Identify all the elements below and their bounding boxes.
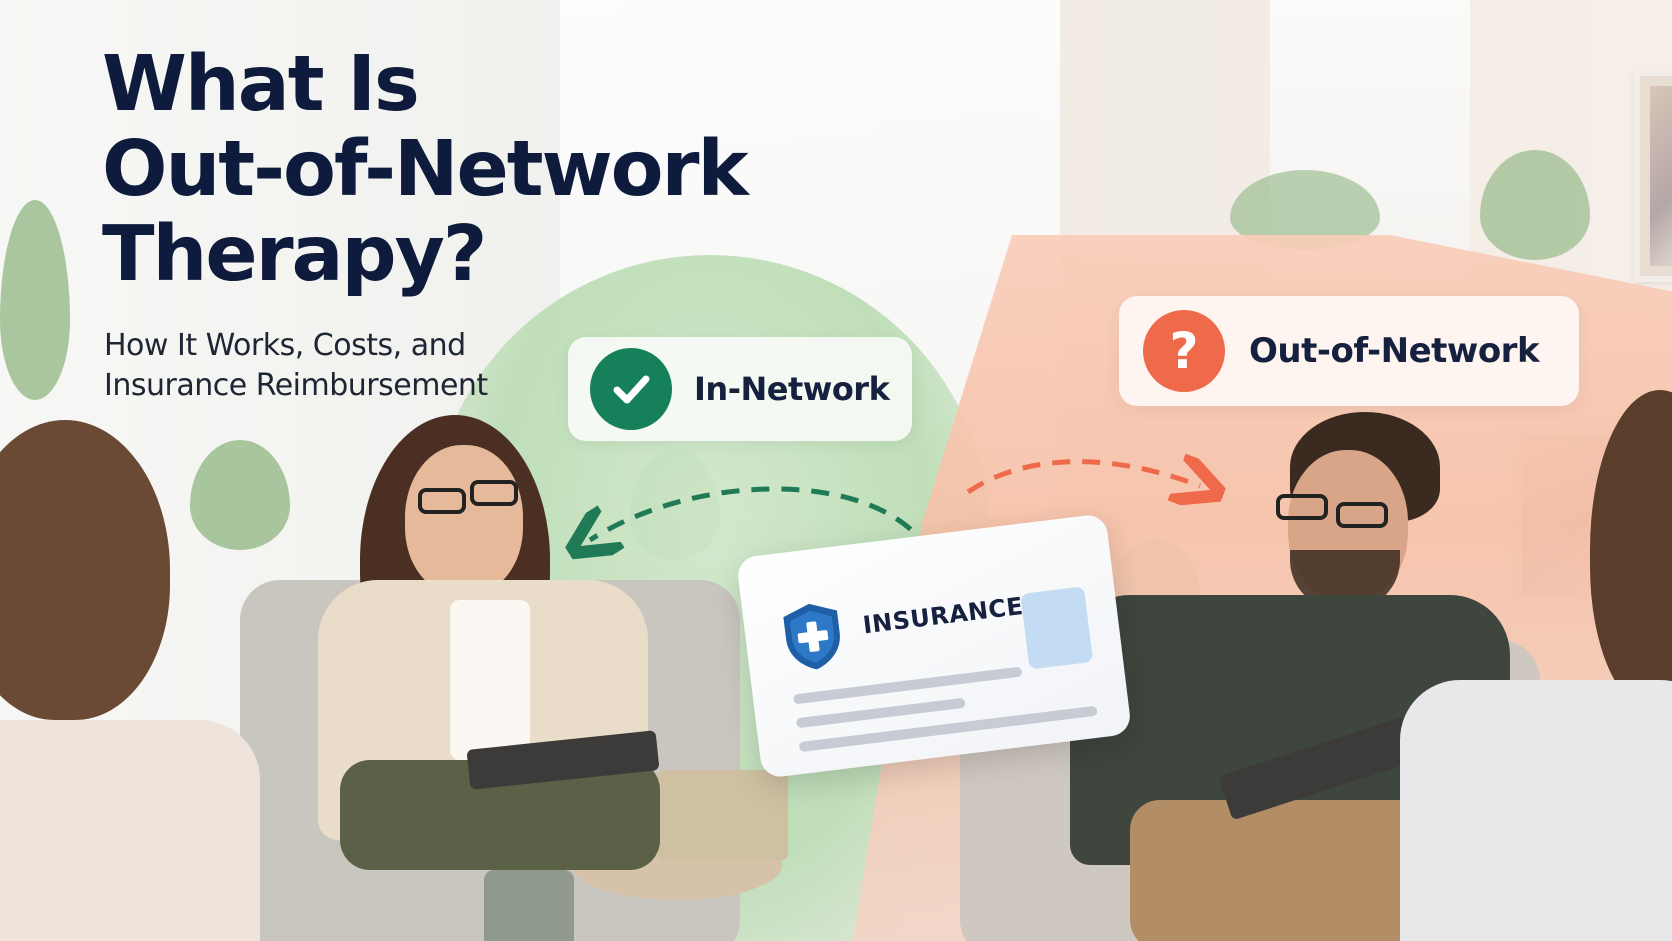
card-line — [792, 666, 1023, 705]
insurance-card-title: INSURANCE — [861, 591, 1025, 640]
mug — [484, 870, 574, 941]
shield-plus-icon — [783, 603, 840, 670]
plant-shelf-left — [190, 440, 290, 550]
page-title: What Is Out-of-Network Therapy? — [102, 40, 749, 299]
question-circle-icon: ? — [1143, 310, 1225, 392]
subtitle-line-2: Insurance Reimbursement — [104, 368, 488, 403]
plant-left — [0, 200, 70, 400]
card-photo-placeholder — [1020, 586, 1094, 670]
in-network-label: In-Network — [694, 370, 890, 408]
title-line-3: Therapy? — [102, 210, 487, 299]
insurance-card: INSURANCE — [735, 513, 1133, 779]
out-of-network-label: Out-of-Network — [1249, 331, 1540, 371]
subtitle-line-1: How It Works, Costs, and — [104, 328, 466, 363]
out-of-network-badge: ? Out-of-Network — [1119, 296, 1579, 406]
plant-top-right — [1480, 150, 1590, 260]
title-line-2: Out-of-Network — [102, 125, 749, 214]
wall-frame-top-right — [1634, 70, 1672, 282]
card-line — [795, 697, 966, 729]
in-network-badge: In-Network — [568, 337, 912, 441]
check-circle-icon — [590, 348, 672, 430]
title-line-1: What Is — [102, 40, 420, 129]
page-subtitle: How It Works, Costs, and Insurance Reimb… — [104, 326, 488, 406]
tissue-box — [658, 770, 788, 860]
